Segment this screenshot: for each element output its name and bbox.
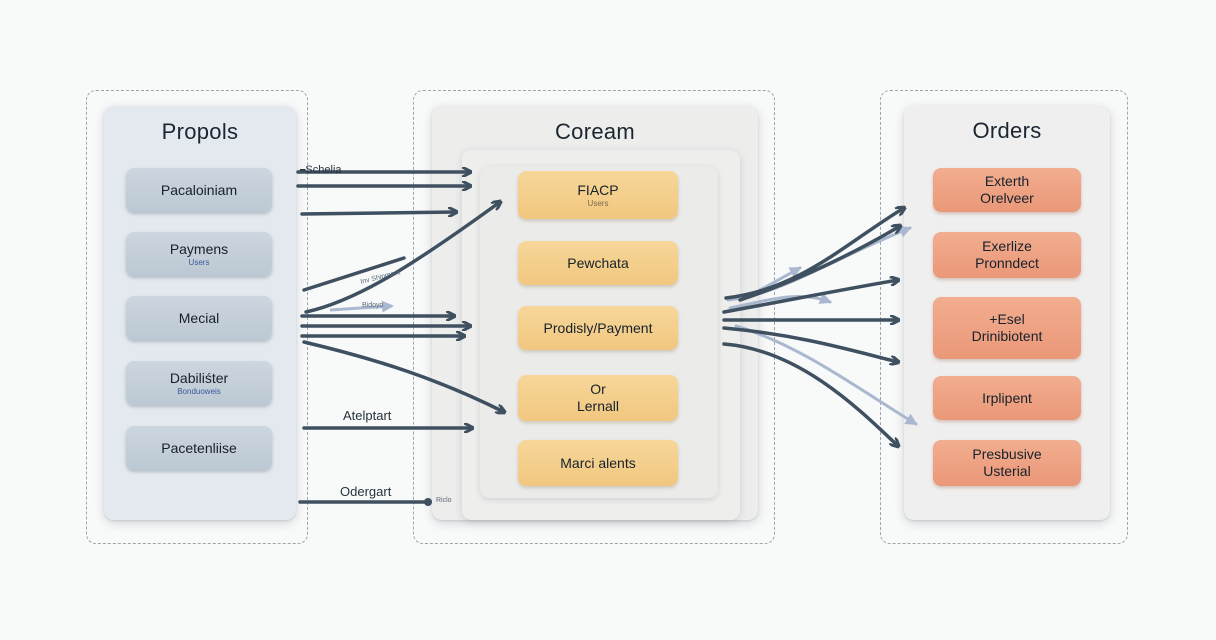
node-label: Exterth Orelveer [980, 173, 1034, 206]
right-group-frame [880, 90, 1128, 544]
connector-tiny-label: Bidoyo [362, 302, 384, 309]
left-node-mecial[interactable]: Mecial [126, 296, 272, 340]
right-node-exterth-orelveer[interactable]: Exterth Orelveer [933, 168, 1081, 212]
center-node-marci-alents[interactable]: Marci alents [518, 440, 678, 486]
connector-label-text: Schelia [305, 164, 342, 176]
node-label: Pacaloiniam [160, 181, 238, 198]
node-sublabel: Users [188, 257, 210, 267]
node-label: Mecial [178, 309, 220, 326]
right-node-irplipent[interactable]: Irplipent [933, 376, 1081, 420]
center-to-right-arrows [722, 208, 918, 446]
center-node-prodisly-payment[interactable]: Prodisly/Payment [518, 306, 678, 350]
node-label: Prodisly/Payment [543, 319, 653, 336]
node-label: FIACP [577, 181, 619, 198]
connector-tiny-label: Riclo [436, 497, 452, 504]
left-node-dabilister[interactable]: Dabiliśter Bonduoweis [126, 361, 272, 405]
node-sublabel: Bonduoweis [177, 386, 221, 396]
arrow-light [758, 266, 802, 292]
right-panel-title: Orders [972, 118, 1042, 143]
center-node-or-lernall[interactable]: Or Lernall [518, 375, 678, 421]
connector-label-odergart: Odergart [340, 484, 392, 499]
arrow [722, 280, 898, 314]
node-label: Presbusive Usterial [972, 446, 1042, 479]
arrow [302, 340, 504, 412]
node-label: Dabiliśter [169, 369, 229, 386]
node-label: +Esel Drinibiotent [971, 311, 1043, 344]
center-node-pewchata[interactable]: Pewchata [518, 241, 678, 285]
connector-label-atelptart: Atelptart [343, 408, 392, 423]
center-panel-title: Coream [554, 119, 636, 144]
arrow [300, 212, 456, 214]
arrow [738, 226, 900, 302]
left-node-pacetenliise[interactable]: Pacetenliise [126, 426, 272, 470]
arrow [722, 342, 898, 446]
arrow [304, 202, 500, 314]
connector-label-schema: ━Schelia [300, 164, 342, 176]
right-node-exerlize-pronndect[interactable]: Exerlize Pronndect [933, 232, 1081, 278]
right-node-esel-drinibiotent[interactable]: +Esel Drinibiotent [933, 297, 1081, 359]
node-sublabel: Users [587, 198, 609, 208]
node-label: Pacetenliise [161, 439, 237, 456]
arrow-light [329, 300, 394, 313]
node-label: Paymens [169, 240, 229, 257]
arrow [302, 256, 406, 292]
left-node-pacaloiniam[interactable]: Pacaloiniam [126, 168, 272, 212]
left-to-center-arrows [296, 172, 504, 504]
center-node-fiacp[interactable]: FIACP Users [518, 171, 678, 219]
left-panel-title: Propols [161, 119, 239, 144]
node-label: Exerlize Pronndect [975, 238, 1039, 271]
left-node-paymens[interactable]: Paymens Users [126, 232, 272, 276]
node-label: Or Lernall [576, 381, 620, 414]
node-label: Pewchata [567, 254, 629, 271]
arrow [722, 326, 898, 362]
arrow-light [734, 324, 918, 426]
node-label: Marci alents [560, 454, 636, 471]
right-node-presbusive-usterial[interactable]: Presbusive Usterial [933, 440, 1081, 486]
node-label: Irplipent [982, 389, 1032, 406]
arrow-light [728, 292, 832, 310]
connector-dot [424, 498, 432, 506]
arrow [724, 208, 904, 300]
